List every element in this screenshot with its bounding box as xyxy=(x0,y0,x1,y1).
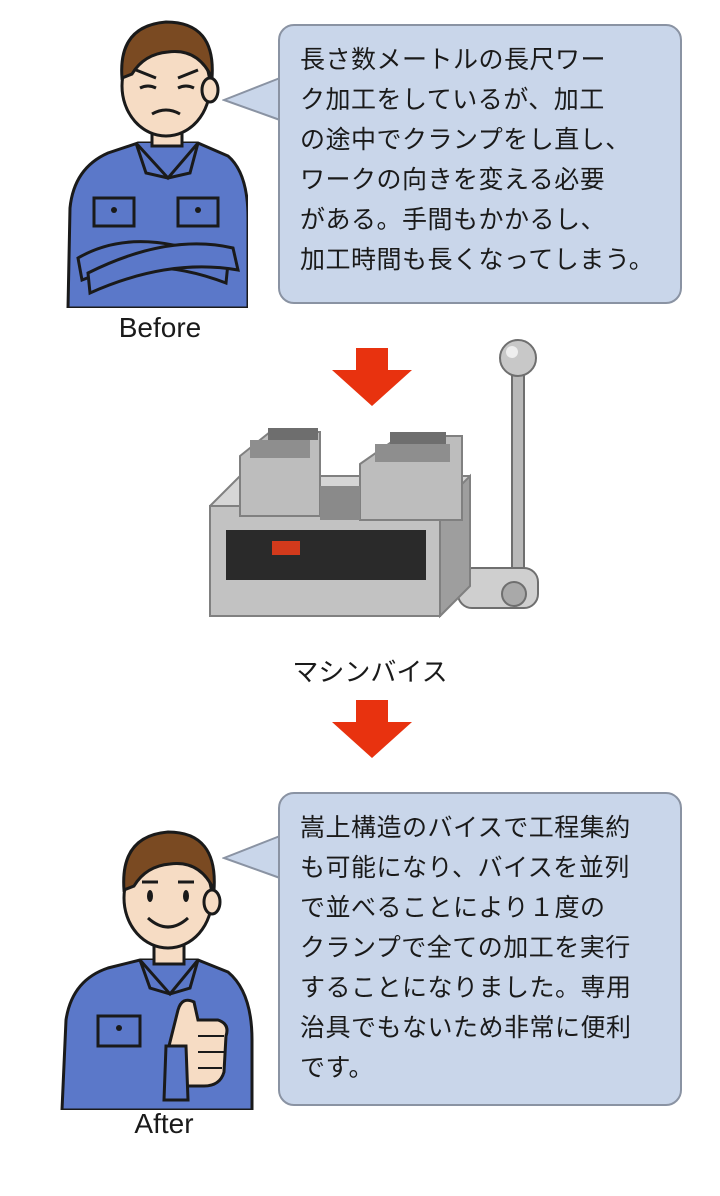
before-speech-bubble: 長さ数メートルの長尺ワー ク加工をしているが、加工 の途中でクランプをし直し、 … xyxy=(278,24,682,304)
down-arrow-icon xyxy=(332,700,412,758)
before-bubble-tail xyxy=(222,77,281,121)
before-speech-line: 長さ数メートルの長尺ワー xyxy=(300,45,607,74)
after-speech-line: 嵩上構造のバイスで工程集約 xyxy=(300,813,631,842)
before-speech-line: ワークの向きを変える必要 xyxy=(300,165,606,194)
after-speech-line: することになりました。専用 xyxy=(300,973,632,1002)
before-speech-line: ク加工をしているが、加工 xyxy=(300,85,605,114)
after-speech-line: クランプで全ての加工を実行 xyxy=(300,933,631,962)
before-speech-line: の途中でクランプをし直し、 xyxy=(300,125,631,154)
after-speech-bubble: 嵩上構造のバイスで工程集約 も可能になり、バイスを並列 で並べることにより１度の… xyxy=(278,792,682,1106)
down-arrow-icon xyxy=(332,348,412,406)
after-caption: After xyxy=(134,1108,194,1139)
after-speech-line: 治具でもないため非常に便利 xyxy=(300,1013,632,1042)
after-speech-line: です。 xyxy=(300,1053,375,1082)
product-caption: マシンバイス xyxy=(292,658,448,688)
machine-vise-image xyxy=(209,339,539,619)
after-bubble-tail xyxy=(222,835,281,879)
worried-worker-illustration xyxy=(66,20,248,308)
before-speech-line: がある。手間もかかるし、 xyxy=(300,205,607,234)
after-speech-line: も可能になり、バイスを並列 xyxy=(300,853,630,882)
before-speech-line: 加工時間も長くなってしまう。 xyxy=(300,245,655,274)
before-caption: Before xyxy=(118,312,202,343)
thumbs-up-worker-illustration xyxy=(60,830,254,1110)
after-speech-line: で並べることにより１度の xyxy=(300,893,606,922)
